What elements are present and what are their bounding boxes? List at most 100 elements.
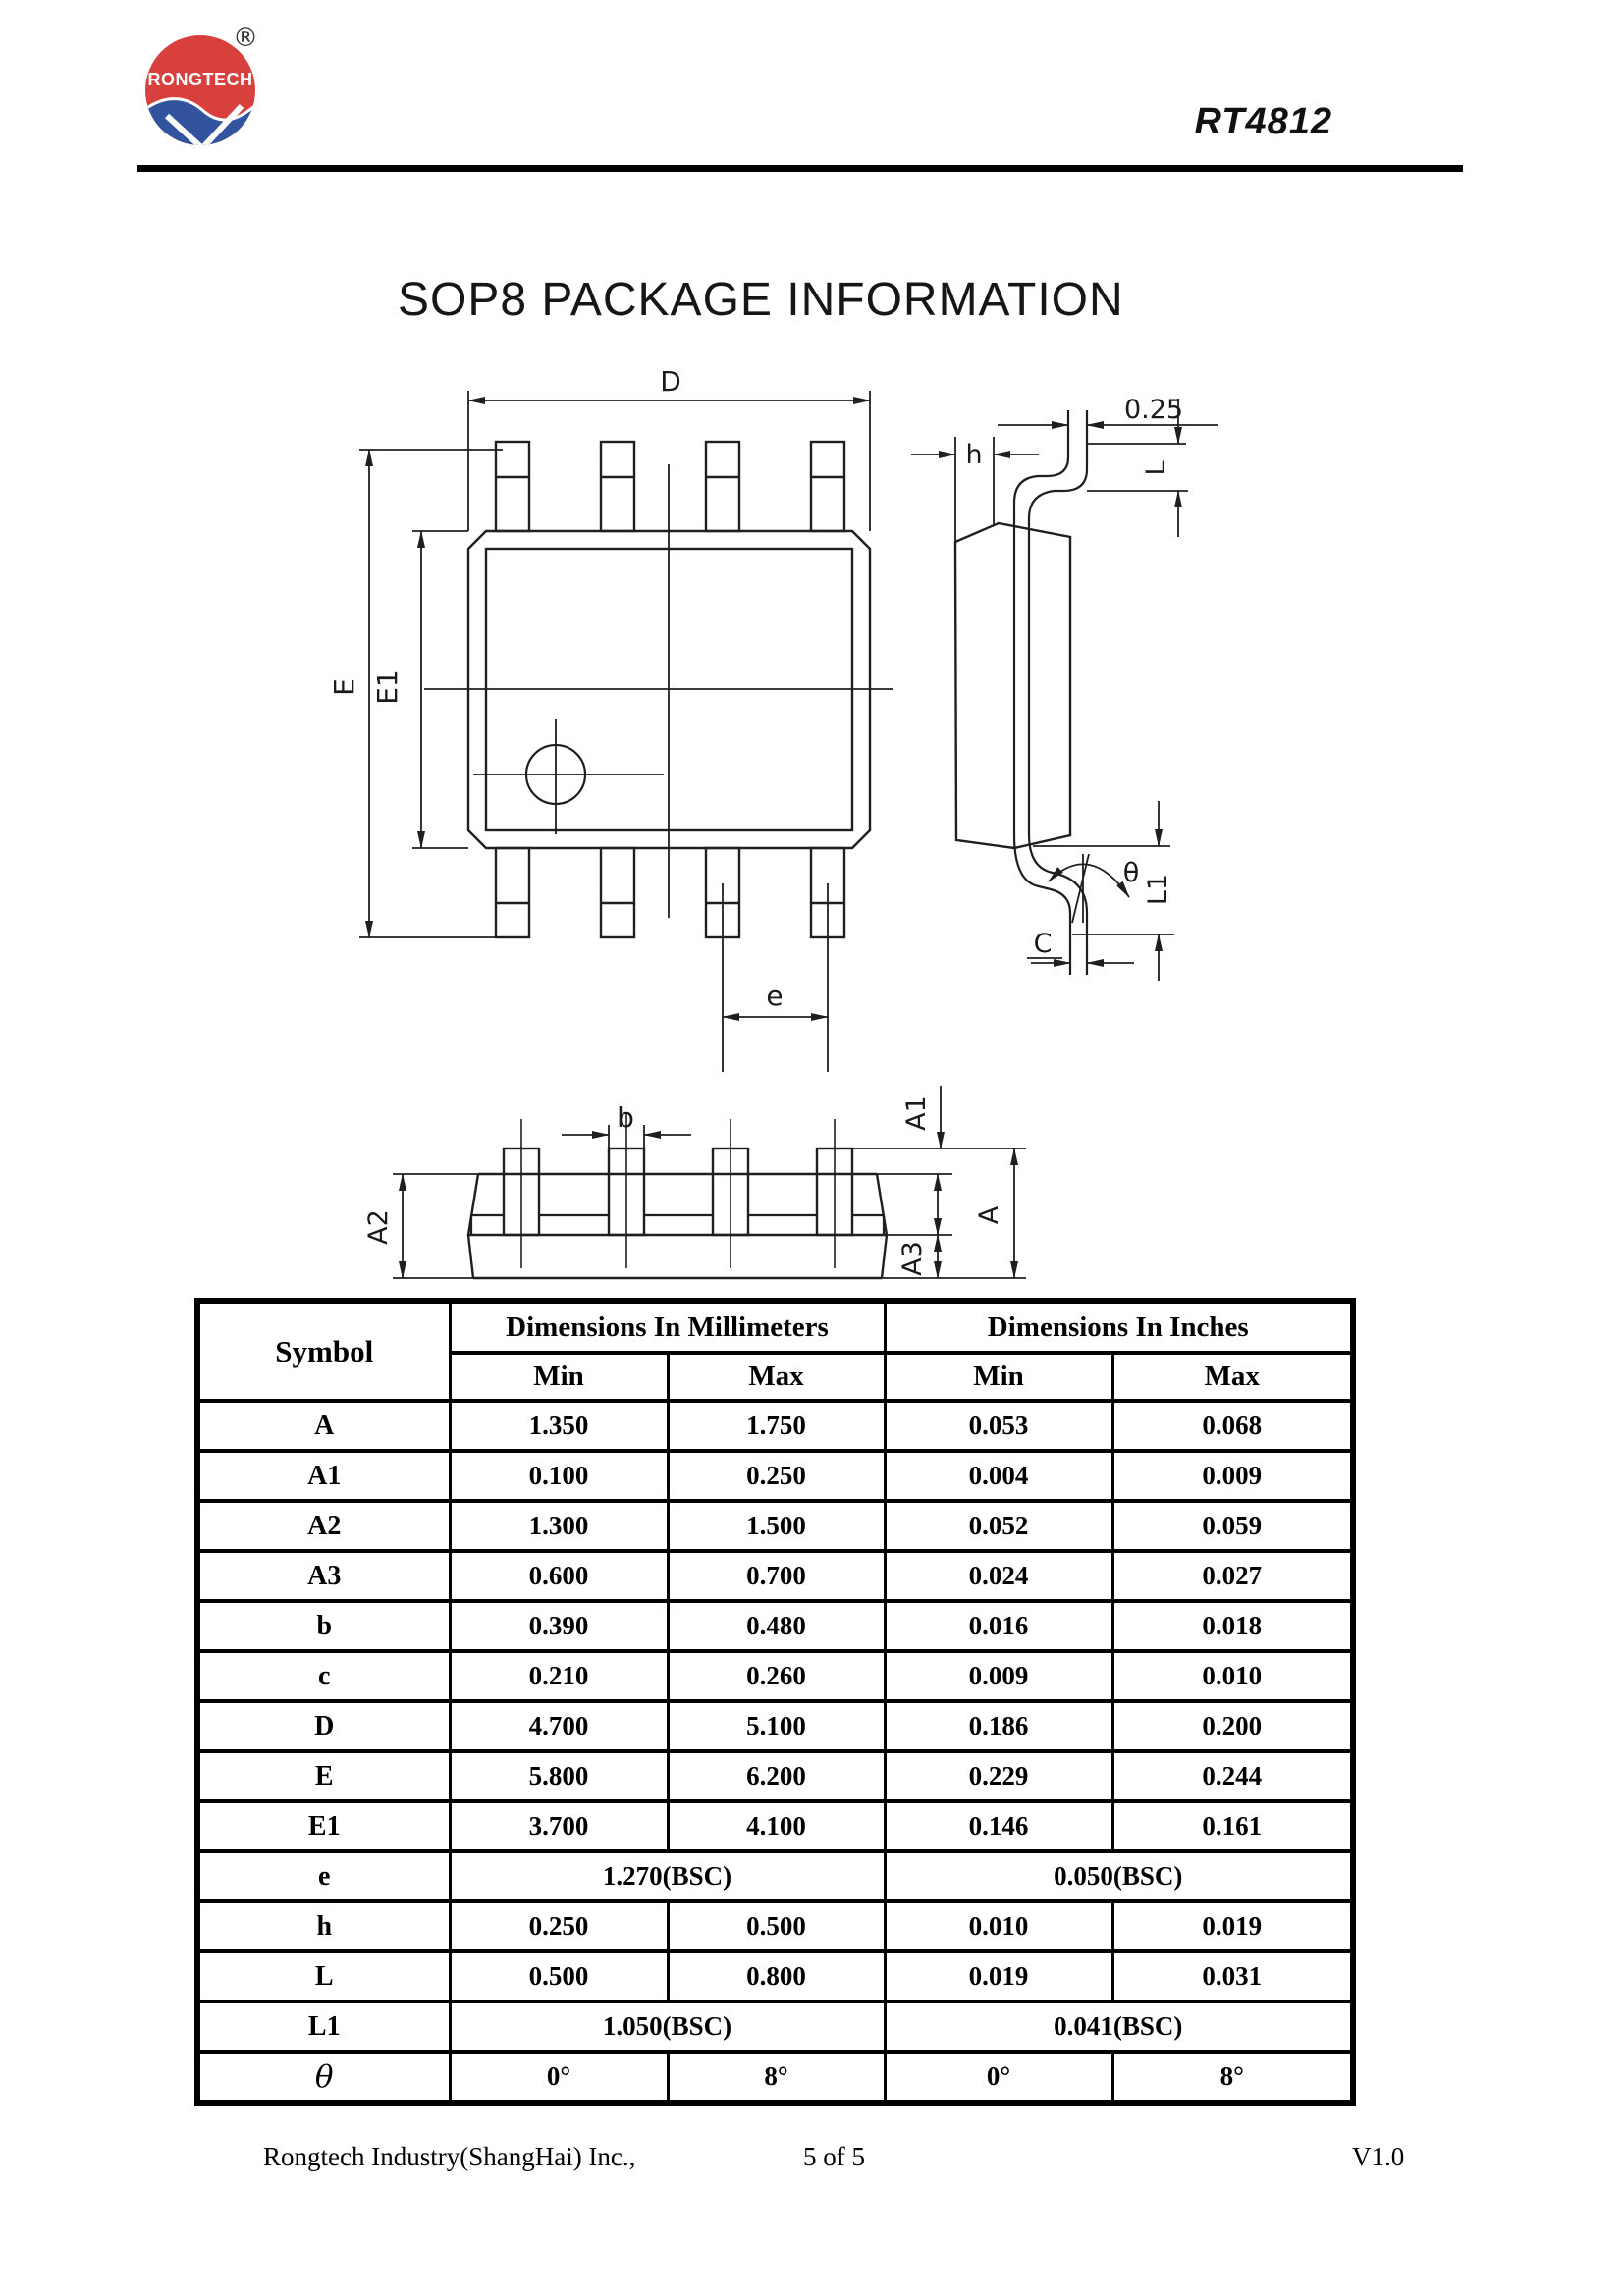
col-header-in-min: Min: [883, 1351, 1114, 1403]
dim-label-A: A: [974, 1205, 1004, 1224]
in-span-cell: 0.041(BSC): [883, 2000, 1355, 2054]
symbol-cell: E: [195, 1749, 452, 1803]
package-drawing: D E E1 e: [328, 365, 1218, 1280]
dim-label-D: D: [660, 365, 681, 398]
in-max-cell: 0.031: [1110, 1949, 1355, 2003]
logo-white-check: [164, 103, 244, 145]
dim-label-L: L: [1141, 460, 1171, 475]
symbol-cell: c: [195, 1649, 452, 1703]
footer-version: V1.0: [1352, 2142, 1405, 2171]
symbol-cell: A: [195, 1399, 452, 1453]
symbol-cell: θ: [195, 2050, 452, 2105]
dim-label-L1: L1: [1143, 874, 1173, 905]
mm-min-cell: 0.250: [448, 1899, 670, 1953]
dim-label-C: C: [1034, 929, 1053, 959]
col-header-in-max: Max: [1110, 1351, 1355, 1403]
mm-min-cell: 0.210: [448, 1649, 670, 1703]
in-max-cell: 0.009: [1110, 1449, 1355, 1503]
symbol-cell: A2: [195, 1499, 452, 1553]
registered-trademark-icon: ®: [233, 25, 258, 53]
footer-page-number: 5 of 5: [803, 2142, 865, 2171]
in-min-cell: 0.004: [883, 1449, 1114, 1503]
rongtech-logo: RONGTECH ®: [145, 25, 258, 145]
col-header-mm: Dimensions In Millimeters: [448, 1299, 887, 1355]
top-view: D E E1 e: [328, 365, 893, 1072]
symbol-cell: L: [195, 1949, 452, 2003]
footer-company: Rongtech Industry(ShangHai) Inc.,: [263, 2142, 636, 2171]
mm-max-cell: 1.500: [666, 1499, 887, 1553]
in-max-cell: 0.059: [1110, 1499, 1355, 1553]
in-min-cell: 0.010: [883, 1899, 1114, 1953]
in-min-cell: 0.229: [883, 1749, 1114, 1803]
in-max-cell: 0.068: [1110, 1399, 1355, 1453]
pin1-indicator: [473, 719, 664, 834]
side-view: 0.25 h L L1: [911, 395, 1218, 981]
in-min-cell: 0.186: [883, 1699, 1114, 1753]
symbol-cell: h: [195, 1899, 452, 1953]
mm-max-cell: 0.800: [666, 1949, 887, 2003]
symbol-cell: E1: [195, 1799, 452, 1853]
in-min-cell: 0.053: [883, 1399, 1114, 1453]
mm-min-cell: 0.100: [448, 1449, 670, 1503]
mm-min-cell: 0.600: [448, 1549, 670, 1603]
symbol-cell: L1: [195, 2000, 452, 2054]
mm-min-cell: 3.700: [448, 1799, 670, 1853]
mm-span-cell: 1.050(BSC): [448, 2000, 887, 2054]
col-header-mm-min: Min: [448, 1351, 670, 1403]
mm-max-cell: 5.100: [666, 1699, 887, 1753]
logo-wordmark: RONGTECH: [148, 70, 253, 89]
mm-max-cell: 0.260: [666, 1649, 887, 1703]
mm-min-cell: 0°: [448, 2050, 670, 2105]
mm-max-cell: 6.200: [666, 1749, 887, 1803]
in-min-cell: 0°: [883, 2050, 1114, 2105]
col-header-symbol: Symbol: [195, 1299, 452, 1403]
in-max-cell: 0.200: [1110, 1699, 1355, 1753]
mm-max-cell: 0.700: [666, 1549, 887, 1603]
in-max-cell: 0.010: [1110, 1649, 1355, 1703]
mm-min-cell: 0.500: [448, 1949, 670, 2003]
in-max-cell: 0.018: [1110, 1599, 1355, 1653]
in-max-cell: 0.244: [1110, 1749, 1355, 1803]
col-header-inches: Dimensions In Inches: [883, 1299, 1355, 1355]
mm-min-cell: 0.390: [448, 1599, 670, 1653]
header-rule: [137, 165, 1463, 172]
mm-min-cell: 4.700: [448, 1699, 670, 1753]
dim-label-A3: A3: [897, 1241, 928, 1276]
mm-max-cell: 4.100: [666, 1799, 887, 1853]
part-number: RT4812: [1194, 101, 1332, 142]
dim-label-E1: E1: [371, 669, 404, 705]
mm-max-cell: 0.480: [666, 1599, 887, 1653]
in-max-cell: 0.027: [1110, 1549, 1355, 1603]
dim-label-b: b: [617, 1101, 634, 1134]
mm-span-cell: 1.270(BSC): [448, 1849, 887, 1903]
dim-label-0.25: 0.25: [1124, 395, 1183, 425]
mm-max-cell: 8°: [666, 2050, 887, 2105]
dimensions-table: Symbol Dimensions In Millimeters Dimensi…: [194, 1298, 1356, 2106]
mm-max-cell: 0.500: [666, 1899, 887, 1953]
symbol-cell: D: [195, 1699, 452, 1753]
dim-label-h: h: [965, 440, 982, 470]
in-min-cell: 0.019: [883, 1949, 1114, 2003]
dim-label-A1: A1: [901, 1095, 932, 1131]
mm-min-cell: 1.300: [448, 1499, 670, 1553]
in-max-cell: 0.019: [1110, 1899, 1355, 1953]
symbol-cell: e: [195, 1849, 452, 1903]
col-header-mm-max: Max: [666, 1351, 887, 1403]
in-min-cell: 0.016: [883, 1599, 1114, 1653]
in-min-cell: 0.052: [883, 1499, 1114, 1553]
dim-label-e: e: [766, 980, 783, 1012]
front-view: b A1 A3 A: [363, 1086, 1026, 1280]
